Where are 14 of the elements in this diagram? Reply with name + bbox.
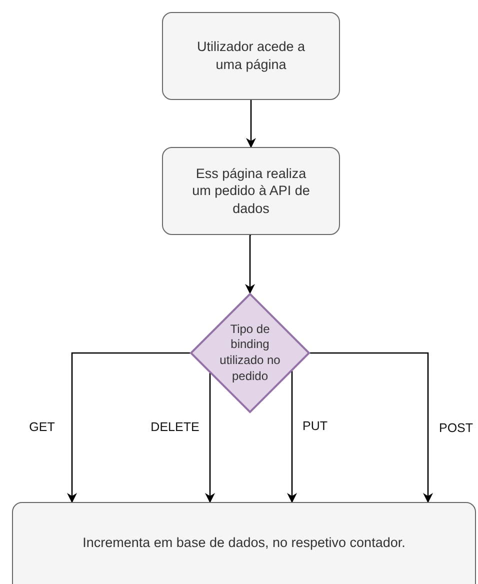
- arrow: [205, 373, 215, 503]
- process-box: [162, 147, 340, 235]
- node-text: Tipo de binding utilizado no pedido: [218, 322, 282, 384]
- arrow: [310, 352, 433, 503]
- arrow: [245, 234, 255, 294]
- node-text: Ess página realiza um pedido à API de dados: [191, 164, 311, 218]
- arrow: [287, 371, 297, 503]
- process-box: [162, 12, 340, 100]
- node-text: Incrementa em base de dados, no respetivo contador.: [82, 534, 406, 552]
- node-text: Utilizador acede a uma página: [196, 38, 306, 74]
- decision-diamond: [190, 293, 310, 413]
- arrow: [67, 352, 190, 503]
- process-box: [12, 502, 476, 584]
- arrow: [246, 100, 256, 148]
